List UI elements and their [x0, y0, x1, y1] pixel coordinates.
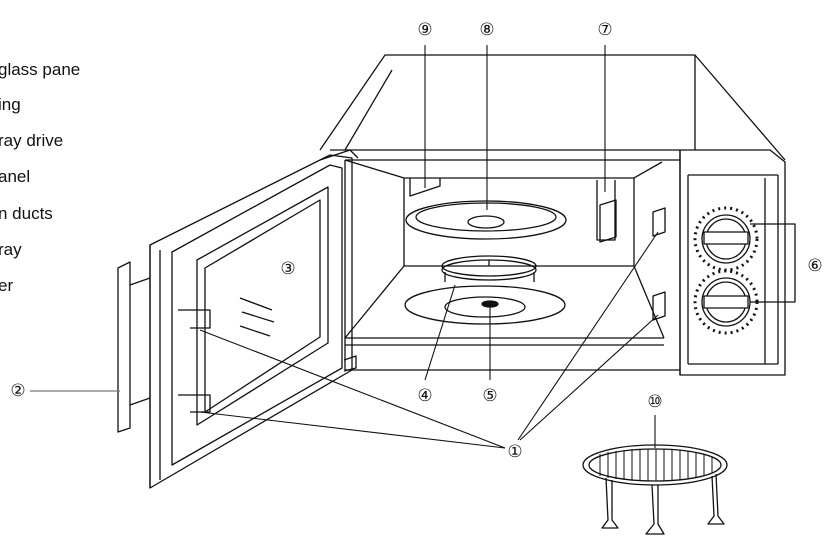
- microwave-body-frame: [330, 149, 681, 375]
- interlock-openings: [343, 207, 666, 372]
- callout-10: ⑩: [647, 392, 662, 412]
- callout-5: ⑤: [482, 386, 497, 406]
- turntable-drive: [404, 285, 566, 325]
- callout-8: ⑧: [479, 20, 494, 40]
- legend-item-7: er: [0, 276, 14, 295]
- waveguide-cover: [409, 178, 441, 197]
- callout-6: ⑥: [807, 256, 822, 276]
- microwave-top-panel: [319, 54, 786, 161]
- timer-knob: [693, 206, 759, 272]
- callout-9: ⑨: [417, 20, 432, 40]
- door-handle: [117, 261, 151, 433]
- cavity: [344, 159, 665, 346]
- leader-lines: [199, 45, 659, 449]
- roller-ring: [441, 255, 537, 282]
- callout-2: ②: [10, 381, 25, 401]
- legend-item-2: ing: [0, 95, 21, 114]
- grill-rack: [582, 444, 728, 535]
- power-knob: [693, 269, 759, 335]
- callout-3: ③: [280, 259, 295, 279]
- glass-tray: [405, 200, 567, 240]
- callout-6-bracket: [750, 223, 796, 303]
- callout-4: ④: [417, 386, 432, 406]
- legend-item-5: n ducts: [0, 204, 53, 223]
- cavity-vent: [596, 180, 617, 243]
- callout-1: ①: [507, 442, 522, 462]
- legend-item-3: ray drive: [0, 131, 64, 150]
- control-panel: [679, 149, 786, 376]
- door: [149, 149, 359, 489]
- legend-item-1: glass pane: [0, 60, 81, 79]
- legend-item-4: anel: [0, 167, 31, 186]
- legend-item-6: ray: [0, 240, 22, 259]
- callout-7: ⑦: [597, 20, 612, 40]
